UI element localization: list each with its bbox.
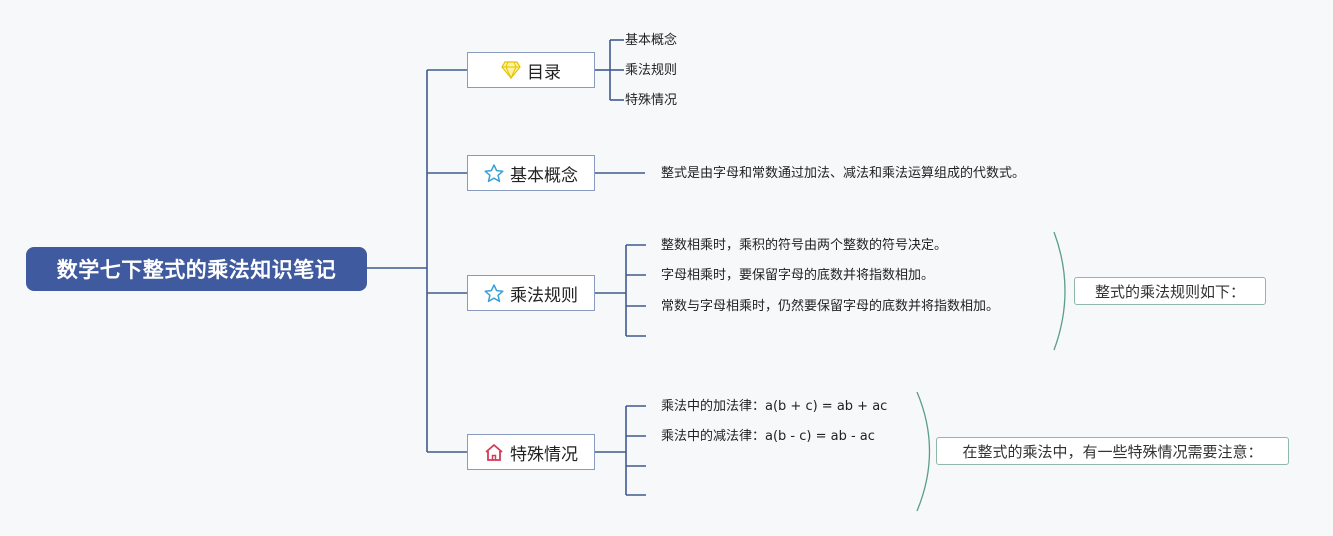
root-title: 数学七下整式的乘法知识笔记: [56, 258, 337, 282]
special-distributive-subtraction[interactable]: 乘法中的减法律：a(b - c) = ab - ac: [661, 429, 875, 444]
basic-concept-definition[interactable]: 整式是由字母和常数通过加法、减法和乘法运算组成的代数式。: [661, 166, 1026, 181]
rules-summary-bracket: [1053, 231, 1066, 351]
special-summary-bracket: [916, 391, 931, 512]
topic-label: 乘法规则: [510, 285, 578, 306]
star-icon: [484, 163, 504, 183]
star-icon: [484, 283, 504, 303]
rule-integer-sign[interactable]: 整数相乘时，乘积的符号由两个整数的符号决定。: [661, 238, 948, 253]
topic-toc[interactable]: 目录: [467, 52, 595, 88]
topic-label: 目录: [527, 62, 561, 83]
topic-basic-concept[interactable]: 基本概念: [467, 155, 595, 191]
topic-special-cases[interactable]: 特殊情况: [467, 434, 595, 470]
diamond-icon: [501, 61, 521, 79]
summary-text: 整式的乘法规则如下：: [1094, 282, 1245, 301]
rule-letter-exponent[interactable]: 字母相乘时，要保留字母的底数并将指数相加。: [661, 268, 935, 283]
toc-item-basic-concept[interactable]: 基本概念: [625, 33, 678, 48]
toc-item-multiplication-rules[interactable]: 乘法规则: [625, 63, 678, 78]
topic-label: 特殊情况: [510, 444, 578, 465]
home-icon: [484, 443, 504, 462]
rules-summary[interactable]: 整式的乘法规则如下：: [1074, 277, 1266, 305]
root-topic[interactable]: 数学七下整式的乘法知识笔记: [26, 247, 367, 291]
special-distributive-addition[interactable]: 乘法中的加法律：a(b + c) = ab + ac: [661, 399, 888, 414]
rule-constant-letter[interactable]: 常数与字母相乘时，仍然要保留字母的底数并将指数相加。: [661, 299, 1000, 314]
summary-text: 在整式的乘法中，有一些特殊情况需要注意：: [962, 442, 1263, 461]
special-summary[interactable]: 在整式的乘法中，有一些特殊情况需要注意：: [936, 437, 1289, 465]
topic-multiplication-rules[interactable]: 乘法规则: [467, 275, 595, 311]
topic-label: 基本概念: [510, 165, 578, 186]
toc-item-special-cases[interactable]: 特殊情况: [625, 93, 678, 108]
